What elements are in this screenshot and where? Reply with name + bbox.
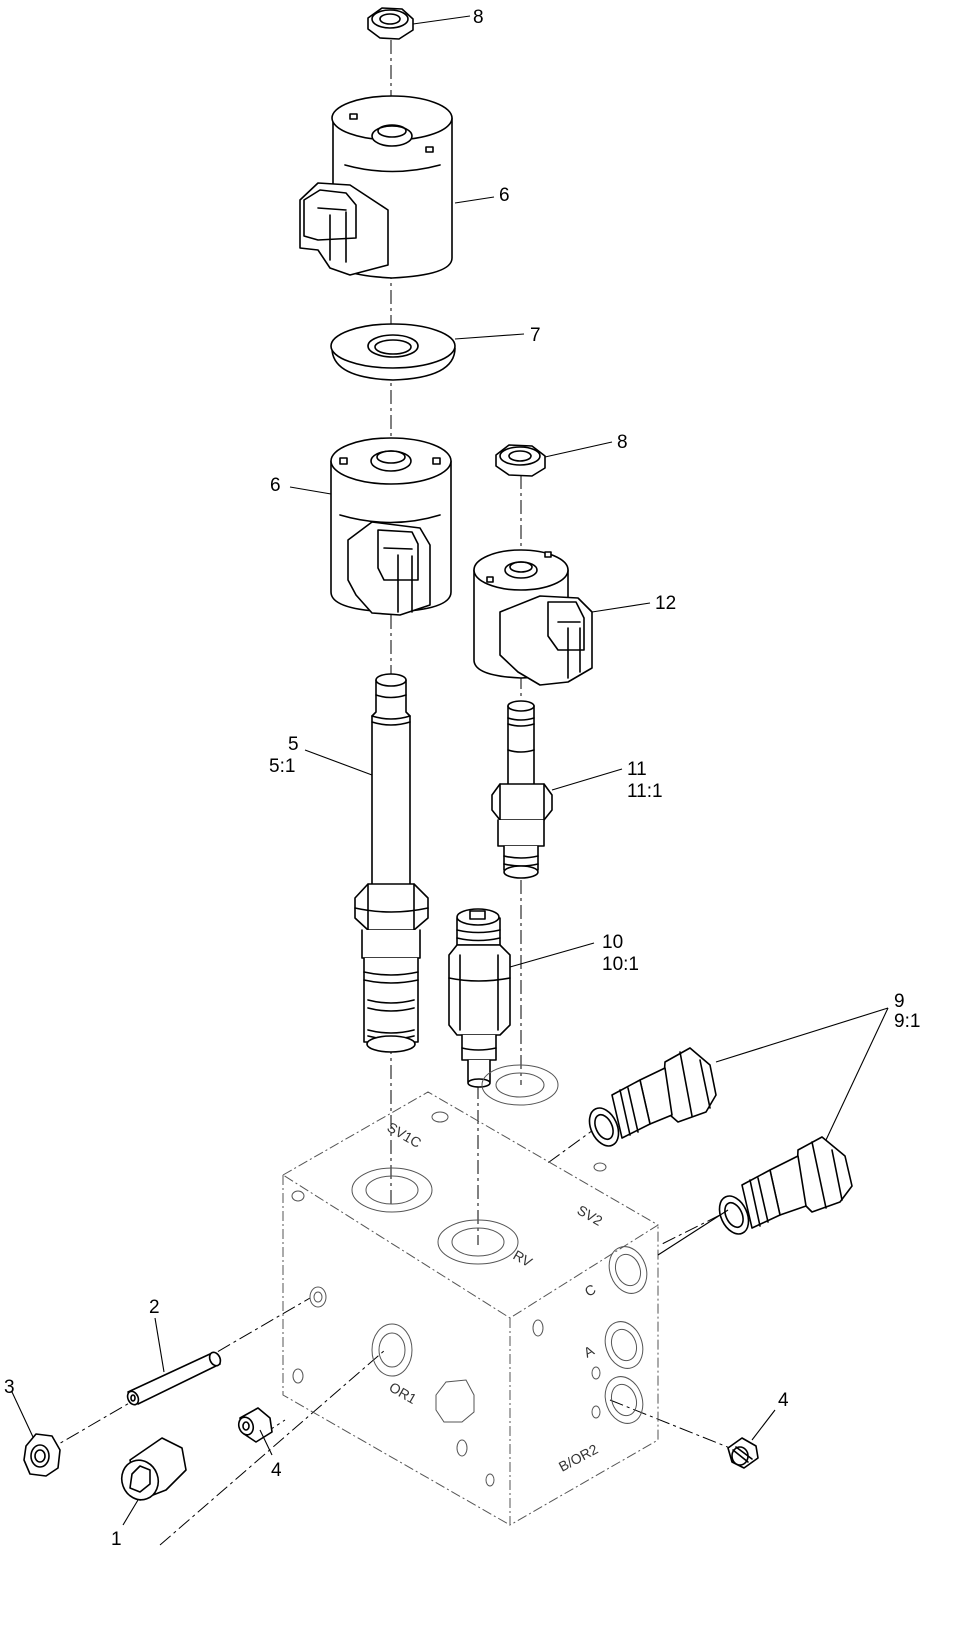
pin-2 <box>126 1351 222 1406</box>
plug-1 <box>120 1437 187 1501</box>
callout-8-top: 8 <box>473 7 484 28</box>
callout-4-left: 4 <box>271 1460 282 1481</box>
port-label-sv2: SV2 <box>575 1202 606 1229</box>
port-labels: SV1C SV2 RV C A OR1 B/OR2 <box>385 1119 606 1475</box>
cartridge-valve-11 <box>491 700 553 879</box>
fitting-9-upper <box>588 1047 717 1147</box>
callout-5: 5 <box>288 734 299 755</box>
port-label-c: C <box>582 1281 598 1300</box>
coil-6-lower <box>330 437 452 616</box>
nut-8-right <box>495 444 546 477</box>
cartridge-valve-5 <box>354 673 429 1053</box>
callout-11: 11 <box>627 759 647 780</box>
callout-9: 9 <box>894 991 905 1012</box>
plug-4-left <box>237 1407 273 1443</box>
callout-8-right: 8 <box>617 432 628 453</box>
leader-lines <box>11 15 889 1526</box>
callout-10-1: 10:1 <box>602 954 639 975</box>
relief-valve-10 <box>448 908 511 1088</box>
callout-6-upper: 6 <box>499 185 510 206</box>
callout-10: 10 <box>602 932 623 953</box>
coil-12 <box>473 549 593 686</box>
fitting-9-lower <box>718 1136 853 1235</box>
port-label-bor2: B/OR2 <box>556 1441 601 1475</box>
plug-4-right <box>727 1437 759 1469</box>
nut-8-top <box>367 7 414 40</box>
callout-6-lower: 6 <box>270 475 281 496</box>
callout-5-1: 5:1 <box>269 756 295 777</box>
washer-7 <box>330 323 456 381</box>
callout-7: 7 <box>530 325 541 346</box>
callout-1: 1 <box>111 1529 122 1550</box>
callouts: 8 6 7 6 8 12 5 5:1 11 11:1 10 10:1 9 9:1… <box>4 7 920 1550</box>
callout-9-1: 9:1 <box>894 1011 920 1032</box>
port-label-sv1c: SV1C <box>385 1119 425 1151</box>
port-label-a: A <box>581 1342 597 1361</box>
callout-11-1: 11:1 <box>627 781 663 802</box>
port-label-rv: RV <box>511 1247 536 1271</box>
manifold-block <box>282 1064 659 1526</box>
callout-12: 12 <box>655 593 676 614</box>
callout-4-right: 4 <box>778 1390 789 1411</box>
coil-6-upper <box>299 95 453 279</box>
callout-2: 2 <box>149 1297 160 1318</box>
port-label-or1: OR1 <box>387 1379 420 1407</box>
nut-3 <box>23 1433 61 1477</box>
callout-3: 3 <box>4 1377 15 1398</box>
